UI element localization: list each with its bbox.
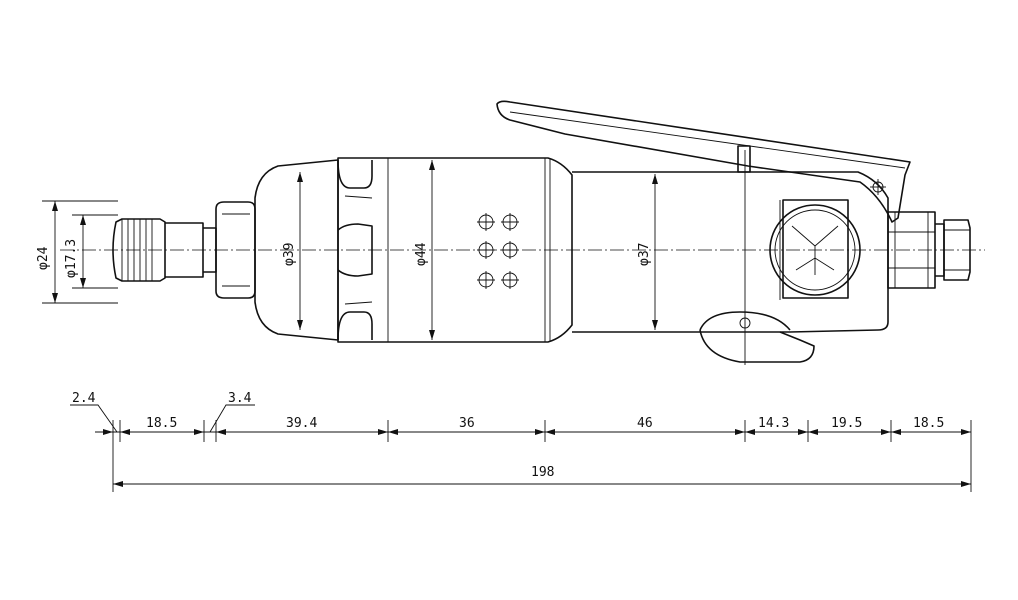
dim-length-19-5: 19.5 <box>831 416 862 431</box>
dim-length-46: 46 <box>637 416 653 431</box>
dim-phi17-3: φ17.3 <box>64 239 79 278</box>
dim-length-18-5-b: 18.5 <box>913 416 944 431</box>
dim-phi24: φ24 <box>36 246 51 270</box>
main-body <box>337 157 573 343</box>
dim-length-39-4: 39.4 <box>286 416 317 431</box>
dim-phi37: φ37 <box>637 243 652 266</box>
length-dimensions: 2.4 18.5 3.4 39.4 36 46 14.3 19.5 18.5 1… <box>70 391 972 492</box>
diameter-dimensions: φ24 φ17.3 φ39 φ44 φ37 <box>36 160 658 340</box>
output-shaft <box>887 211 971 289</box>
dim-phi44: φ44 <box>414 242 429 266</box>
dim-phi39: φ39 <box>282 243 297 266</box>
exhaust-holes <box>477 213 519 289</box>
front-housing <box>572 150 889 365</box>
dim-length-14-3: 14.3 <box>758 416 789 431</box>
dim-length-18-5-a: 18.5 <box>146 416 177 431</box>
dim-overall-length: 198 <box>531 465 554 480</box>
dim-length-3-4: 3.4 <box>228 391 252 406</box>
air-coupler <box>112 218 217 282</box>
trigger-lever <box>496 100 911 223</box>
dim-length-2-4: 2.4 <box>72 391 96 406</box>
dim-length-36: 36 <box>459 416 475 431</box>
